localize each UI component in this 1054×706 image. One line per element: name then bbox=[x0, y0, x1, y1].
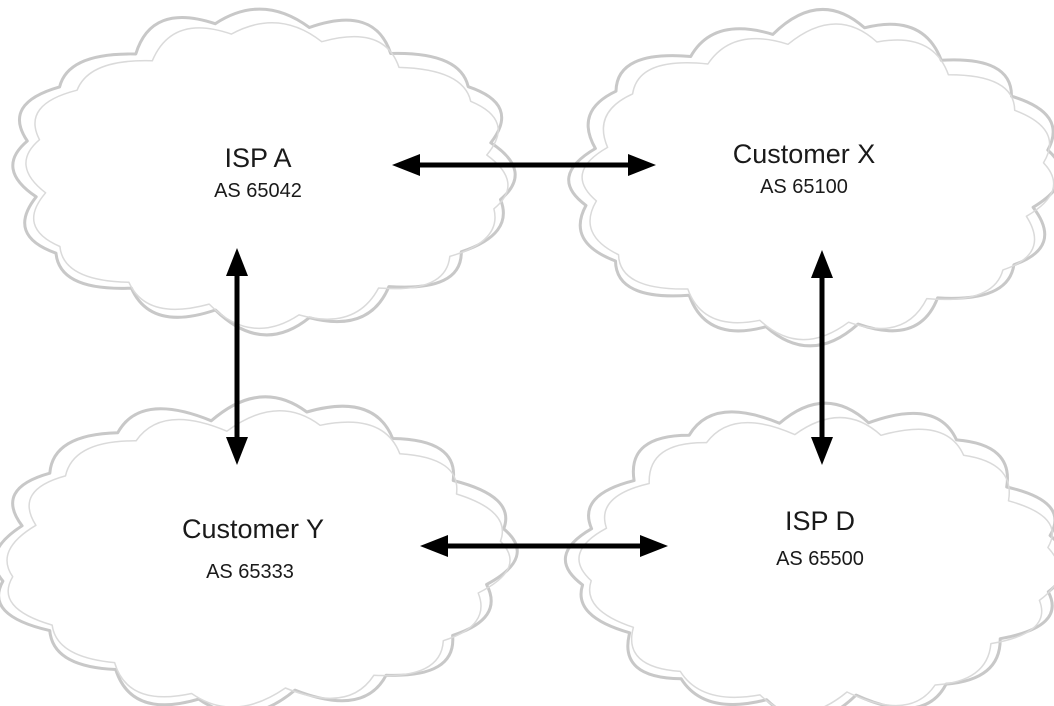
customer-x-name-label: Customer X bbox=[733, 139, 876, 169]
isp-d-cloud bbox=[564, 401, 1054, 706]
customer-y-to-isp-d-arrow bbox=[420, 535, 668, 557]
arrowhead-start bbox=[226, 248, 248, 276]
isp-d-as-label: AS 65500 bbox=[776, 548, 864, 570]
arrowhead-start bbox=[420, 535, 448, 557]
cloud-shadow-outline bbox=[581, 23, 1054, 341]
isp-a-name-label: ISP A bbox=[224, 143, 291, 173]
arrowhead-start bbox=[392, 154, 420, 176]
customer-x-cloud bbox=[567, 7, 1054, 348]
cloud-outline bbox=[11, 7, 517, 337]
cloud-fill bbox=[12, 9, 516, 335]
arrowhead-end bbox=[628, 154, 656, 176]
cloud-fill bbox=[0, 396, 518, 706]
arrowhead-end bbox=[640, 535, 668, 557]
arrowhead-end bbox=[226, 437, 248, 465]
isp-a-to-customer-x-arrow bbox=[392, 154, 656, 176]
arrowhead-end bbox=[811, 437, 833, 465]
customer-x-to-isp-d-arrow bbox=[811, 250, 833, 465]
cloud-shadow-outline bbox=[578, 416, 1054, 706]
customer-y-as-label: AS 65333 bbox=[206, 561, 294, 583]
cloud-outline bbox=[564, 401, 1054, 706]
isp-d-name-label: ISP D bbox=[785, 506, 855, 536]
isp-a-cloud bbox=[11, 7, 517, 337]
arrowhead-start bbox=[811, 250, 833, 278]
cloud-shadow-outline bbox=[25, 22, 509, 330]
clouds-layer bbox=[0, 7, 1054, 706]
cloud-fill bbox=[568, 9, 1054, 346]
isp-a-as-label: AS 65042 bbox=[214, 180, 302, 202]
labels-layer: ISP A AS 65042 Customer X AS 65100Customer … bbox=[182, 139, 875, 583]
customer-x-as-label: AS 65100 bbox=[760, 176, 848, 198]
cloud-fill bbox=[565, 403, 1054, 706]
isp-a-to-customer-y-arrow bbox=[226, 248, 248, 465]
arrows-layer bbox=[226, 154, 833, 557]
customer-y-name-label: Customer Y bbox=[182, 514, 324, 544]
cloud-outline bbox=[567, 7, 1054, 348]
